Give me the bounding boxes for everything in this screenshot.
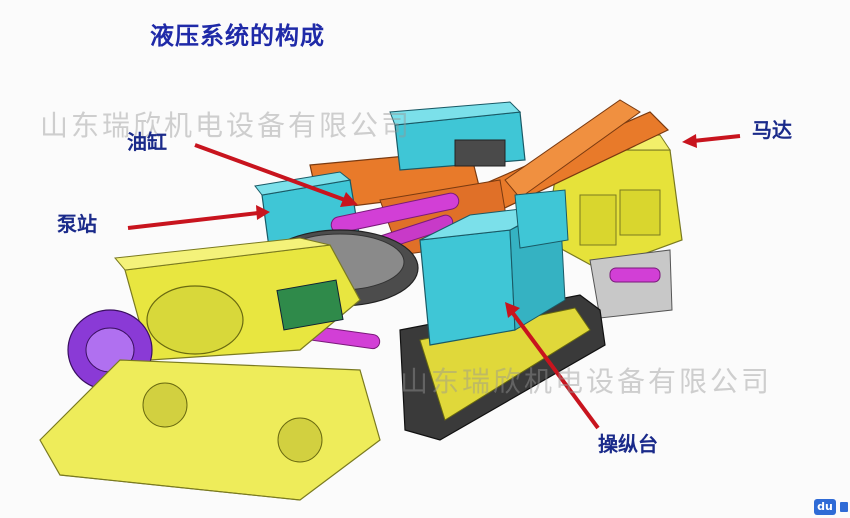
watermark-bottom: 山东瑞欣机电设备有限公司 [400, 365, 773, 398]
label-motor: 马达 [752, 118, 792, 142]
arrow-to-cylinder [194, 143, 358, 207]
logo-tail-icon [840, 502, 848, 512]
label-control-console: 操纵台 [598, 432, 658, 456]
arrow-to-control-console [505, 302, 600, 430]
watermark-top: 山东瑞欣机电设备有限公司 [40, 109, 413, 142]
label-cylinder: 油缸 [127, 130, 167, 154]
baidu-logo-icon: du [814, 499, 836, 515]
label-pump-station: 泵站 [57, 212, 97, 236]
slide-title: 液压系统的构成 [150, 22, 325, 50]
arrow-to-motor [682, 134, 741, 148]
arrow-to-pump-station [127, 205, 270, 230]
